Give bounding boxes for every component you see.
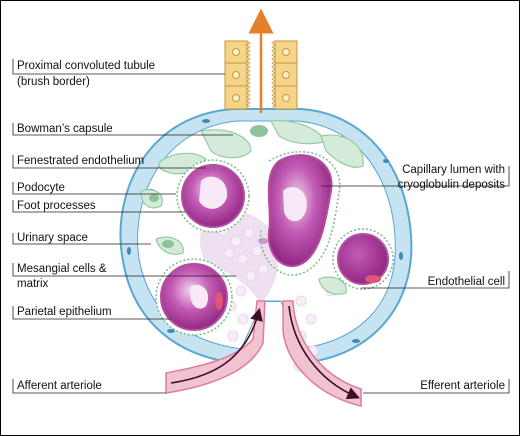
label-mesangial-cells: Mesangial cells & [17, 263, 107, 275]
capillary-upper-left [176, 159, 250, 233]
podocyte-nuclei [149, 125, 268, 248]
label-fenestrated-endothelium: Fenestrated endothelium [17, 155, 144, 167]
leader-lines [12, 59, 510, 394]
capillary-lower-left [155, 258, 233, 336]
label-bowmans-capsule: Bowman’s capsule [17, 123, 113, 135]
capillary-center [259, 151, 341, 276]
label-foot-processes: Foot processes [17, 200, 96, 212]
label-capillary-lumen: Capillary lumen with [402, 164, 505, 176]
label-proximal-tubule: Proximal convoluted tubule [17, 60, 155, 72]
afferent-flow-arrow [170, 307, 263, 384]
afferent-arteriole [165, 300, 266, 394]
label-cryoglobulin-deposits: cryoglobulin deposits [398, 179, 506, 191]
capillary-right [332, 228, 394, 290]
efferent-arteriole [282, 300, 362, 407]
label-efferent-arteriole: Efferent arteriole [420, 380, 505, 392]
label-endothelial-cell: Endothelial cell [428, 276, 505, 288]
label-parietal-epithelium: Parietal epithelium [17, 306, 112, 318]
label-matrix: matrix [17, 278, 49, 290]
label-podocyte: Podocyte [17, 182, 65, 194]
label-brush-border: (brush border) [17, 76, 90, 88]
efferent-flow-arrow [288, 305, 360, 400]
proximal-tubule [224, 8, 298, 113]
label-afferent-arteriole: Afferent arteriole [17, 380, 102, 392]
label-urinary-space: Urinary space [17, 232, 88, 244]
